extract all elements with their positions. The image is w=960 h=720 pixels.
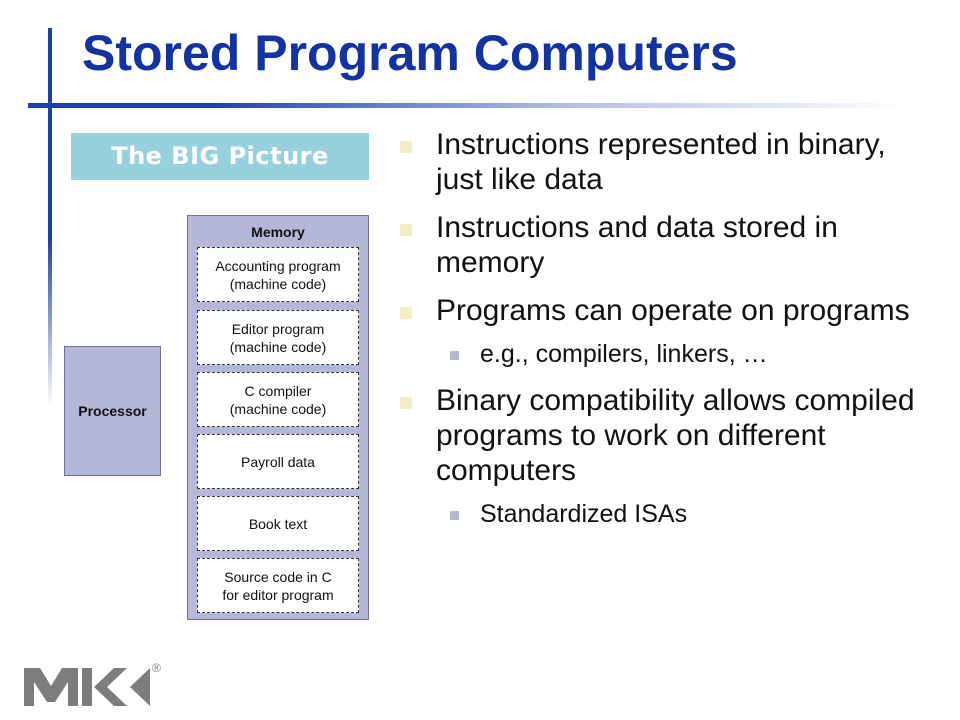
bullet-item: Instructions represented in binary, just… xyxy=(400,127,920,197)
processor-label: Processor xyxy=(78,403,147,419)
horizontal-rule xyxy=(28,103,908,108)
registered-mark: ® xyxy=(152,661,161,675)
bullet-item: Instructions and data stored in memory xyxy=(400,210,920,280)
mk-publisher-logo-icon: ® xyxy=(24,661,161,706)
vertical-rule xyxy=(48,28,52,408)
memory-box: Memory Accounting program (machine code)… xyxy=(187,215,369,620)
sub-bullet-item: Standardized ISAs xyxy=(400,499,920,529)
memory-item-editor-program: Editor program (machine code) xyxy=(197,310,359,365)
sub-bullet-item: e.g., compilers, linkers, … xyxy=(400,339,920,369)
memory-item-payroll-data: Payroll data xyxy=(197,434,359,489)
memory-item-book-text: Book text xyxy=(197,496,359,551)
memory-item-accounting-program: Accounting program (machine code) xyxy=(197,247,359,302)
big-picture-label: The BIG Picture xyxy=(71,133,369,180)
memory-item-c-compiler: C compiler (machine code) xyxy=(197,372,359,427)
memory-title: Memory xyxy=(251,224,305,240)
processor-box: Processor xyxy=(64,346,161,476)
memory-item-source-code: Source code in C for editor program xyxy=(197,558,359,613)
slide-title: Stored Program Computers xyxy=(82,25,738,81)
bullet-list: Instructions represented in binary, just… xyxy=(400,127,920,543)
bullet-item: Binary compatibility allows compiled pro… xyxy=(400,383,920,488)
bullet-item: Programs can operate on programs xyxy=(400,293,920,328)
